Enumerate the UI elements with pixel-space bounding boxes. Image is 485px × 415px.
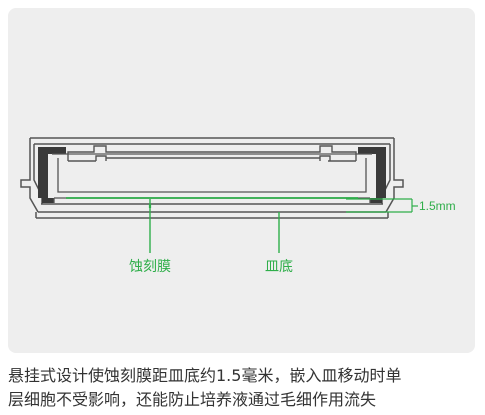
caption-line-1: 悬挂式设计使蚀刻膜距皿底约1.5毫米，嵌入皿移动时单 xyxy=(8,366,402,385)
diagram-panel: 1.5mm 蚀刻膜 皿底 xyxy=(8,8,475,353)
insert-left-wall xyxy=(38,147,66,203)
insert-body xyxy=(52,153,372,203)
lid xyxy=(67,145,357,162)
gap-dimension xyxy=(346,198,418,213)
dish-bottom-label: 皿底 xyxy=(265,259,293,275)
caption-line-2: 层细胞不受影响，还能防止培养液通过毛细作用流失 xyxy=(8,390,377,409)
caption: 悬挂式设计使蚀刻膜距皿底约1.5毫米，嵌入皿移动时单 层细胞不受影响，还能防止培… xyxy=(8,364,480,412)
insert-right-wall xyxy=(358,147,386,203)
membrane-label: 蚀刻膜 xyxy=(129,259,171,275)
culture-insert-diagram: 1.5mm 蚀刻膜 皿底 xyxy=(20,137,456,275)
outer-dish xyxy=(20,137,404,219)
gap-label: 1.5mm xyxy=(419,199,456,213)
